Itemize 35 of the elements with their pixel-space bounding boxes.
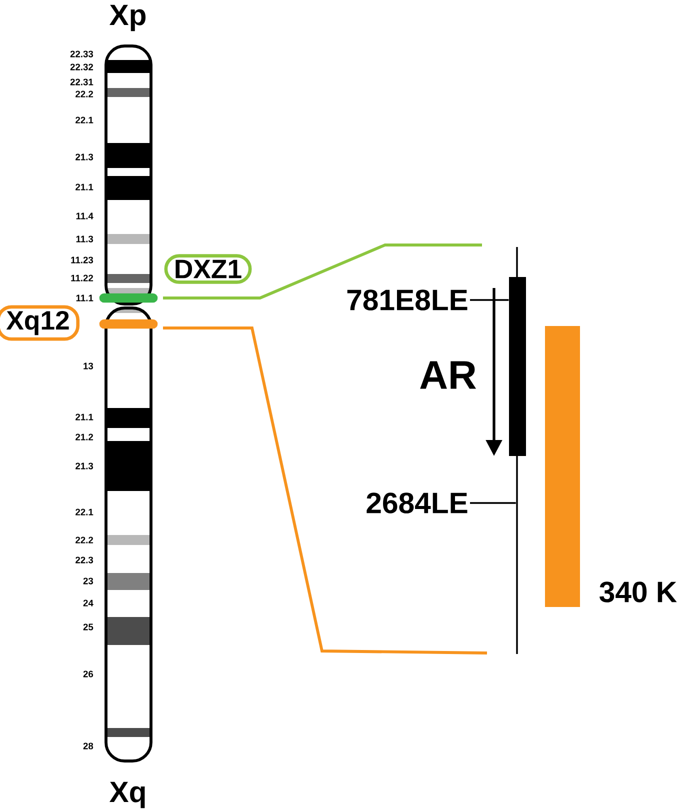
band-label: 22.1	[76, 116, 94, 124]
arm-label: Xq	[110, 782, 145, 808]
band-label: 11.1	[76, 294, 94, 302]
band-label: 11.3	[76, 236, 94, 242]
band-label: 22.32	[70, 64, 94, 70]
band-label: 11.22	[71, 274, 94, 282]
label-box: Xq12	[0, 305, 80, 341]
label-box: DXZ1	[164, 254, 252, 284]
band-label: 26	[83, 670, 94, 678]
band-label: 22.3	[76, 556, 94, 564]
band-label: 22.1	[76, 508, 94, 516]
band-label: 21.3	[76, 154, 94, 160]
band-label: 11.4	[76, 212, 94, 220]
region-bar	[545, 326, 580, 607]
band-label: 21.1	[76, 184, 94, 190]
band-label: 22.33	[70, 50, 94, 58]
band-label: 23	[83, 578, 94, 584]
band-label: 21.2	[76, 434, 94, 440]
band-label: 25	[83, 624, 94, 630]
band-label: 22.31	[70, 78, 94, 86]
band-label: 28	[83, 742, 94, 750]
band-label: 21.3	[76, 462, 94, 470]
size-label: 340 K	[600, 582, 677, 602]
band-label: 13	[84, 362, 94, 370]
marker-label: 781E8LE	[347, 290, 468, 310]
band-label: 11.23	[71, 256, 94, 264]
marker-label: 2684LE	[366, 492, 468, 514]
gene-label: AR	[420, 361, 476, 389]
band-label: 24	[83, 600, 94, 606]
leader-line	[470, 502, 516, 504]
band-label: 22.2	[76, 536, 94, 544]
band-label: 22.2	[76, 90, 94, 98]
arm-label: Xp	[110, 4, 146, 32]
band-label: 21.1	[76, 414, 94, 420]
leader-line	[470, 299, 509, 301]
